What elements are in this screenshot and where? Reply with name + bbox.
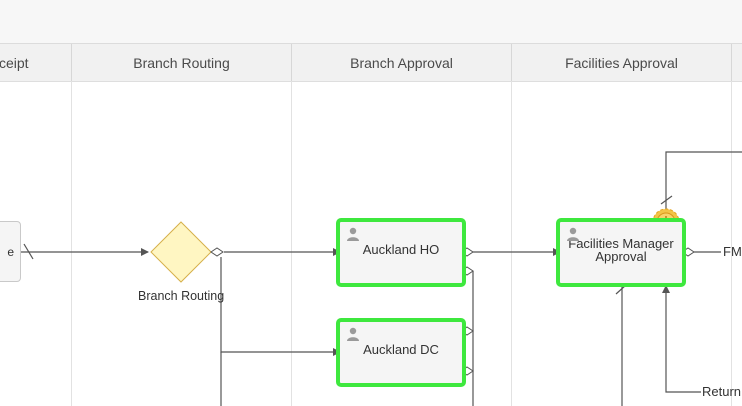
lane-header-branch-approval[interactable]: Branch Approval — [292, 44, 512, 82]
task-auckland-ho[interactable]: Auckland HO — [336, 218, 466, 287]
receipt-task-label: e — [7, 244, 14, 259]
flow-return — [662, 285, 701, 393]
default-flow-mark — [660, 195, 673, 205]
lane-header-facilities-approval[interactable]: Facilities Approval — [512, 44, 732, 82]
lane-header-receipt[interactable]: ceipt — [0, 44, 72, 82]
lane-header-next[interactable] — [732, 44, 742, 82]
connector-diamond — [210, 247, 224, 257]
flow-label-fm: FM — [723, 244, 742, 259]
task-facilities-manager-approval[interactable]: Facilities Manager Approval — [556, 218, 686, 287]
task-label-line2: Approval — [595, 248, 647, 264]
lane-label: ceipt — [0, 54, 29, 71]
lane-divider — [71, 81, 72, 406]
lane-label: Branch Approval — [350, 54, 453, 71]
flow-gateway-to-auckland-dc — [220, 257, 341, 356]
lane-divider — [291, 81, 292, 406]
lane-divider — [511, 81, 512, 406]
lane-label: Facilities Approval — [565, 54, 678, 71]
flow-label-return: Return — [702, 384, 742, 399]
exclusive-gateway — [150, 221, 212, 283]
user-icon — [567, 227, 579, 241]
task-label: Auckland DC — [363, 342, 439, 357]
lane-label: Branch Routing — [133, 54, 230, 71]
receipt-task[interactable]: e — [0, 221, 21, 282]
task-label: Auckland HO — [362, 242, 440, 257]
default-flow-mark — [23, 243, 34, 260]
toolbar — [0, 0, 742, 44]
user-icon — [347, 227, 359, 241]
lane-header-branch-routing[interactable]: Branch Routing — [72, 44, 292, 82]
user-icon — [347, 327, 359, 341]
task-label-line1: Facilities Manager — [568, 235, 674, 251]
task-auckland-dc[interactable]: Auckland DC — [336, 318, 466, 387]
lane-divider — [731, 81, 732, 406]
flow-top-loop — [665, 151, 742, 210]
gateway-label: Branch Routing — [138, 289, 225, 303]
